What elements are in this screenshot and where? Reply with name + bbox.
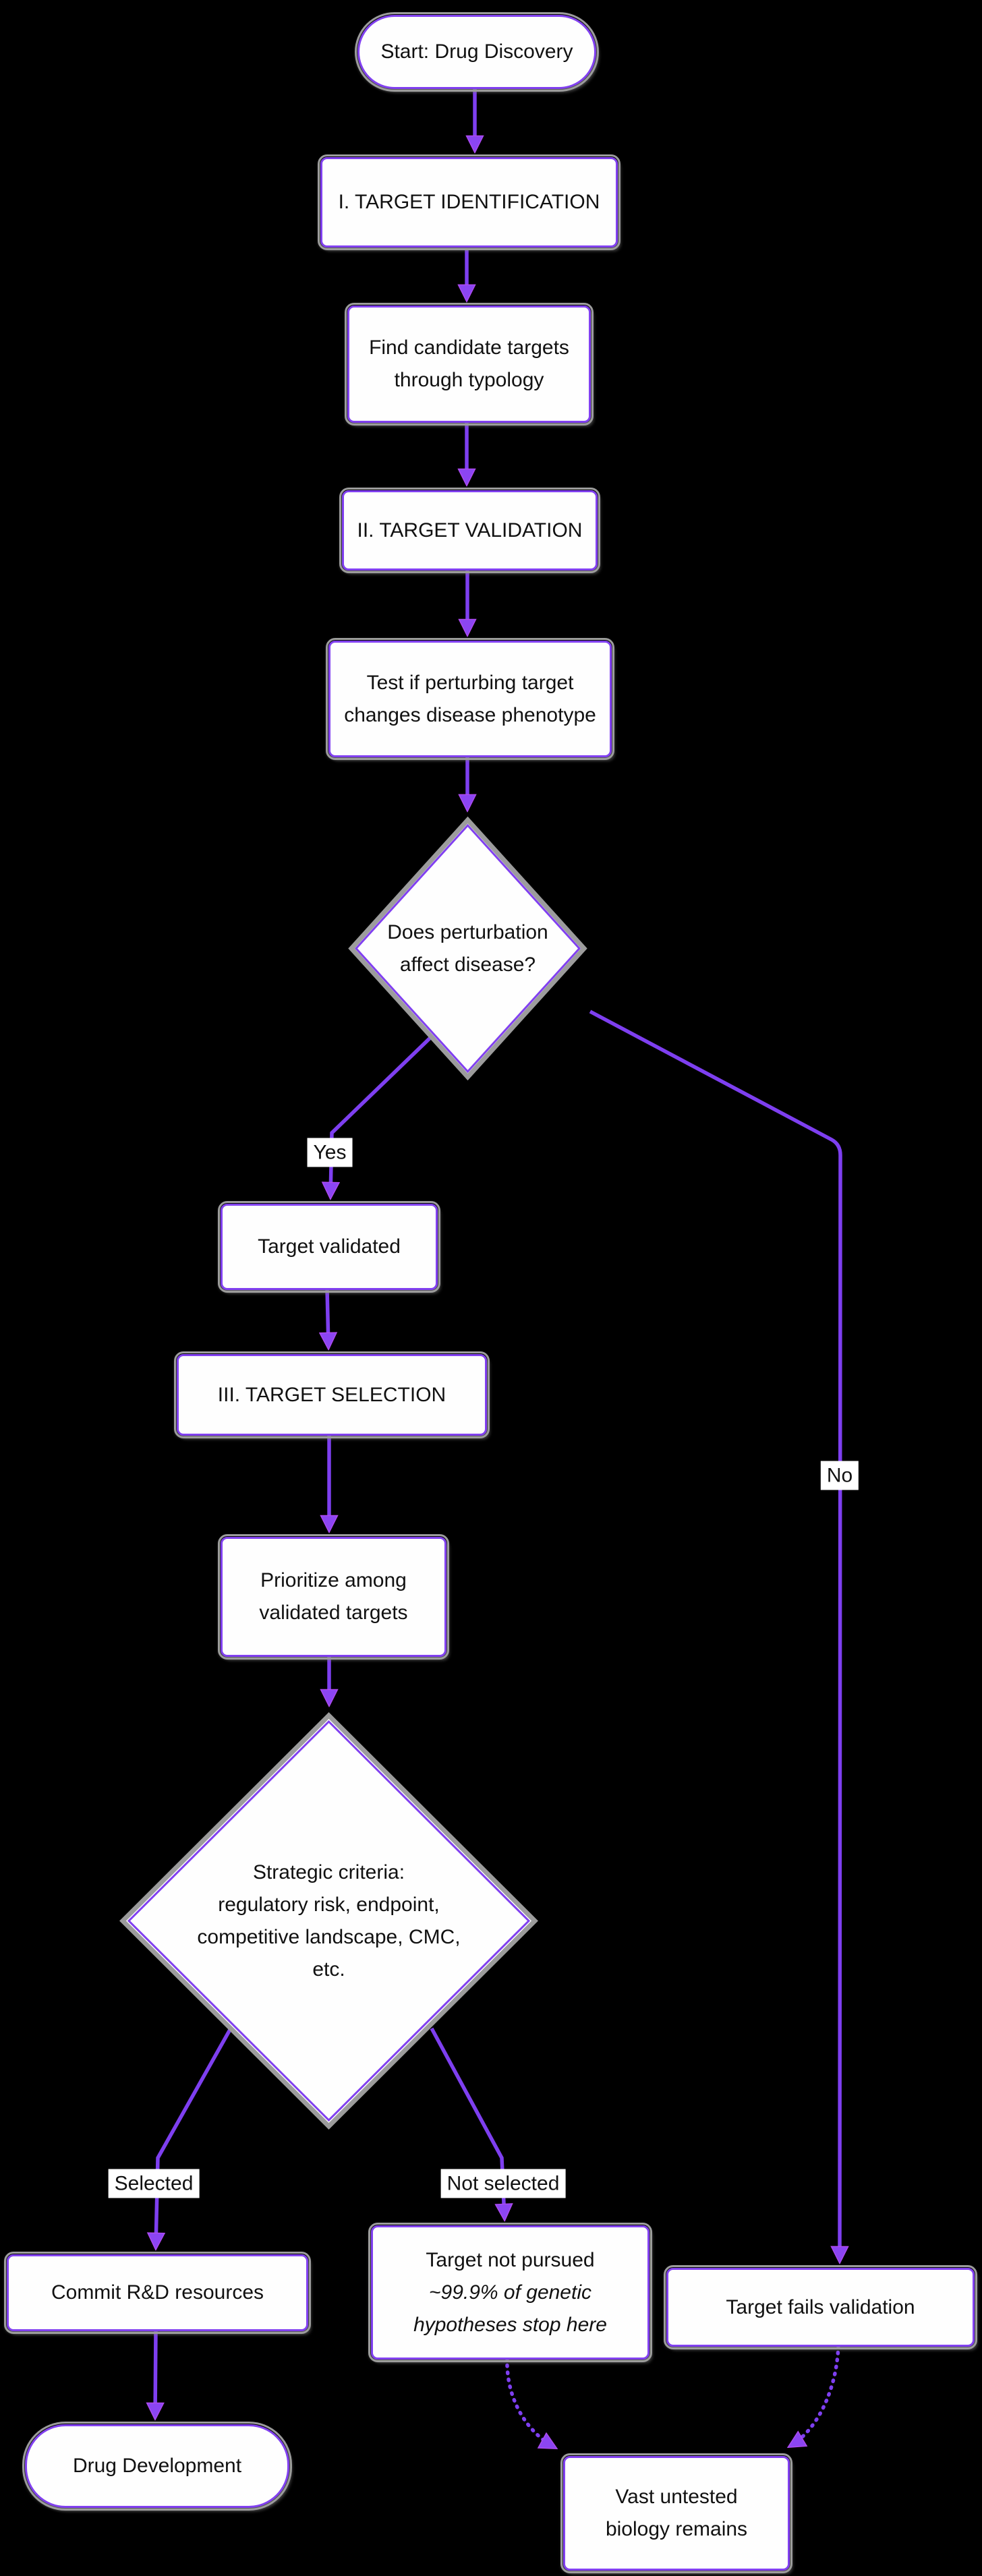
edge-commit-to-development [155, 2329, 156, 2417]
node-fails-validation-label: Target fails validation [726, 2295, 915, 2318]
node-test-perturbation-label: Test if perturbing target changes diseas… [344, 671, 596, 726]
edge-validated-to-selection [327, 1288, 328, 1347]
node-strategic-criteria-label: Strategic criteria: regulatory risk, end… [197, 1861, 461, 1981]
node-fails-validation: Target fails validation [664, 2265, 977, 2349]
node-perturbation-decision: Does perturbation affect disease? [347, 816, 588, 1081]
node-target-validated-label: Target validated [258, 1235, 401, 1258]
edge-yes [330, 1035, 433, 1196]
node-vast-untested: Vast untested biology remains [560, 2453, 792, 2573]
node-test-perturbation: Test if perturbing target changes diseas… [326, 638, 614, 760]
edge-label-no: No [820, 1461, 859, 1490]
node-not-pursued: Target not pursued ~99.9% of genetic hyp… [368, 2223, 652, 2362]
diamond-shape [119, 1712, 538, 2130]
node-start-label: Start: Drug Discovery [380, 40, 573, 63]
node-target-validation-label: II. TARGET VALIDATION [357, 519, 583, 541]
node-commit-rd-label: Commit R&D resources [51, 2281, 264, 2304]
node-target-identification: I. TARGET IDENTIFICATION [318, 154, 620, 250]
node-prioritize-label: Prioritize among validated targets [259, 1569, 408, 1624]
diamond-shape [348, 816, 587, 1081]
node-start: Start: Drug Discovery [355, 12, 599, 92]
node-not-pursued-line1: Target not pursued [426, 2248, 595, 2271]
node-not-pursued-line2: ~99.9% of genetic hypotheses stop here [413, 2281, 607, 2336]
edge-label-yes: Yes [307, 1138, 353, 1167]
node-find-candidates: Find candidate targets through typology [345, 303, 594, 426]
edge-not-pursued-to-vast [505, 2356, 554, 2447]
node-target-selection-label: III. TARGET SELECTION [217, 1383, 446, 1406]
node-vast-untested-label: Vast untested biology remains [605, 2486, 748, 2540]
edge-label-not-selected: Not selected [440, 2169, 566, 2198]
edge-fails-to-vast [790, 2343, 840, 2446]
node-target-selection: III. TARGET SELECTION [174, 1351, 490, 1438]
edge-label-selected: Selected [108, 2169, 200, 2198]
node-prioritize: Prioritize among validated targets [218, 1534, 449, 1660]
node-target-validation: II. TARGET VALIDATION [339, 488, 600, 573]
edge-selected [156, 2027, 233, 2247]
node-commit-rd: Commit R&D resources [4, 2252, 311, 2334]
edge-no [589, 1009, 840, 2260]
node-find-candidates-label: Find candidate targets through typology [369, 336, 569, 391]
node-strategic-criteria: Strategic criteria: regulatory risk, end… [118, 1711, 540, 2131]
node-target-validated: Target validated [218, 1201, 440, 1293]
node-drug-development: Drug Development [22, 2422, 292, 2511]
node-target-identification-label: I. TARGET IDENTIFICATION [338, 191, 600, 213]
node-perturbation-decision-label: Does perturbation affect disease? [387, 920, 548, 976]
node-drug-development-label: Drug Development [72, 2455, 242, 2477]
